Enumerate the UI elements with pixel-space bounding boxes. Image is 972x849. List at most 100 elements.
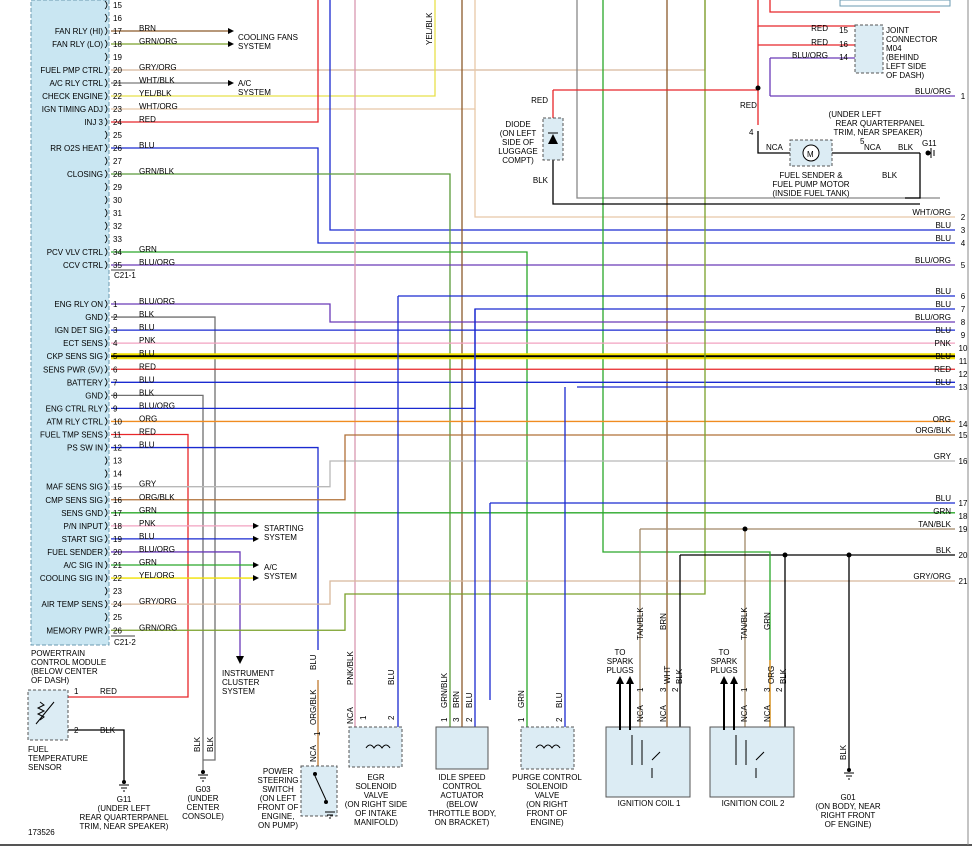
pcm-c1-pin-label: FUEL PMP CTRL bbox=[40, 66, 103, 75]
pcm-pins-layer bbox=[104, 0, 135, 637]
wire-fuel-tmp bbox=[68, 433, 189, 698]
coil2-pin-3: 3 bbox=[763, 687, 772, 692]
instrument-cluster-label: CLUSTER bbox=[222, 678, 260, 687]
pcm-c1-pin-number: 35 bbox=[113, 261, 122, 270]
ref-number: 3 bbox=[961, 226, 966, 235]
coil1-top-wire: BRN bbox=[659, 613, 668, 630]
pcm-c2-pin-number: 24 bbox=[113, 600, 122, 609]
ground-symbols bbox=[119, 148, 935, 819]
ref-wire-label: BLU bbox=[935, 234, 951, 243]
pcm-c2-wire-label: GRN bbox=[139, 506, 157, 515]
pcm-c2-wire-label: BLU/ORG bbox=[139, 545, 175, 554]
ps-switch-label: FRONT OF bbox=[258, 803, 299, 812]
diode-label: COMPT) bbox=[502, 156, 534, 165]
wire-cmp bbox=[111, 434, 955, 501]
ref-wire-label: PNK bbox=[935, 339, 952, 348]
ps-switch-label: ON PUMP) bbox=[258, 821, 298, 830]
pcm-c1-wire-label: WHT/BLK bbox=[139, 76, 175, 85]
wire-diode-blk bbox=[576, 0, 940, 199]
pcm-c2-pin-label: ATM RLY CTRL bbox=[47, 417, 104, 426]
pcm-c1-pin-number: 30 bbox=[113, 196, 122, 205]
pcm-c1-wire-label: WHT/ORG bbox=[139, 102, 178, 111]
pcm-c1-pin-label: PCV VLV CTRL bbox=[47, 248, 104, 257]
ref-wire-label: BLU bbox=[935, 378, 951, 387]
pump-red: RED bbox=[740, 101, 757, 110]
pcm-c2-pin-number: 7 bbox=[113, 378, 118, 387]
purge-valve-box bbox=[520, 726, 575, 770]
pcm-c2-pin-number: 1 bbox=[113, 300, 118, 309]
pcm-c2-pin-number: 2 bbox=[113, 313, 118, 322]
spark-plug-arrows bbox=[616, 676, 738, 730]
pcm-c2-pin-label: ENG RLY ON bbox=[54, 300, 103, 309]
coil2-name: IGNITION COIL 2 bbox=[722, 799, 785, 808]
pcm-c2-wire-label: BLU bbox=[139, 375, 155, 384]
ac-top-label: SYSTEM bbox=[238, 88, 271, 97]
wires-layer bbox=[68, 0, 955, 782]
purge-label: ENGINE) bbox=[530, 818, 564, 827]
pcm-c2-pin-number: 19 bbox=[113, 535, 122, 544]
pcm-c1-pin-number: 31 bbox=[113, 209, 122, 218]
wire-check-engine bbox=[111, 0, 436, 97]
pcm-c2-pin-number: 4 bbox=[113, 339, 118, 348]
pcm-c2-pin-number: 23 bbox=[113, 587, 122, 596]
wire-coil2-grn-a bbox=[602, 0, 680, 553]
pcm-c2-wire-label: ORG/BLK bbox=[139, 493, 175, 502]
pcm-c2-pin-label: A/C SIG IN bbox=[63, 561, 103, 570]
ref-number: 5 bbox=[961, 261, 966, 270]
ps-switch-label: POWER bbox=[263, 767, 293, 776]
g01-label: G01 bbox=[840, 793, 856, 802]
purge-label: FRONT OF bbox=[527, 809, 568, 818]
pump-blk-2: BLK bbox=[882, 171, 898, 180]
pcm-c2-pin-label: ENG CTRL RLY bbox=[46, 404, 104, 413]
pcm-c1-pin-number: 28 bbox=[113, 170, 122, 179]
coil2-to-plugs: SPARK bbox=[711, 657, 738, 666]
g01-note: OF ENGINE) bbox=[825, 820, 872, 829]
egr-wire2: BLU bbox=[387, 669, 396, 685]
pcm-c1-pin-number: 33 bbox=[113, 235, 122, 244]
ref-wire-label: BLU/ORG bbox=[915, 313, 951, 322]
diode-wire-out: BLK bbox=[533, 176, 549, 185]
purge-label: PURGE CONTROL bbox=[512, 773, 582, 782]
splice-dot bbox=[742, 526, 748, 532]
idle-pin: 3 bbox=[452, 717, 461, 722]
g11-top-note-0: (UNDER LEFT bbox=[829, 110, 882, 119]
pcm-c1-wire-label: RED bbox=[139, 115, 156, 124]
ref-number: 8 bbox=[961, 318, 966, 327]
g01-wire: BLK bbox=[839, 744, 848, 760]
ref-number: 1 bbox=[961, 92, 966, 101]
coil1-wire-tan: TAN/BLK bbox=[636, 607, 645, 640]
pcm-c2-wire-label: BLK bbox=[139, 310, 155, 319]
pcm-c1-wire-label: GRY/ORG bbox=[139, 63, 177, 72]
pcm-module-body bbox=[30, 0, 110, 646]
coil-2-winding-icon bbox=[735, 735, 765, 778]
fuel-pump-label: FUEL SENDER & bbox=[779, 171, 843, 180]
pcm-c2-pin-label: CKP SENS SIG bbox=[47, 352, 103, 361]
pcm-c1-pin-number: 19 bbox=[113, 53, 122, 62]
pcm-c2-wire-label: BLU bbox=[139, 441, 155, 450]
purge-wire1: GRN bbox=[517, 690, 526, 708]
pcm-c2-pin-number: 9 bbox=[113, 404, 118, 413]
wire-inj3 bbox=[111, 0, 319, 123]
wire-top-red bbox=[769, 0, 940, 13]
pcm-c1-pin-number: 25 bbox=[113, 131, 122, 140]
ref-number: 16 bbox=[959, 457, 968, 466]
fts-pin1: 1 bbox=[74, 687, 79, 696]
ref-wire-label: ORG bbox=[933, 415, 951, 424]
g11-top-label: G11 bbox=[922, 139, 937, 148]
pcm-c2-pin-label: ECT SENS bbox=[63, 339, 103, 348]
splice-dot bbox=[755, 85, 761, 91]
ref-number: 18 bbox=[959, 512, 968, 521]
wire-fuel-tmp-blk bbox=[68, 729, 125, 782]
coil1-to-plugs: SPARK bbox=[607, 657, 634, 666]
fuel-temp-label: TEMPERATURE bbox=[28, 754, 88, 763]
pcm-c1-pin-label: CCV CTRL bbox=[63, 261, 104, 270]
pcm-c2-wire-label: BLU bbox=[139, 532, 155, 541]
diode-wire-in: RED bbox=[531, 96, 548, 105]
pcm-c2-pin-number: 11 bbox=[113, 431, 122, 440]
g11-bottom-note: REAR QUARTERPANEL bbox=[79, 813, 169, 822]
ps-switch-box bbox=[300, 765, 338, 817]
g01-note: RIGHT FRONT bbox=[821, 811, 876, 820]
pcm-c2-pin-label: CMP SENS SIG bbox=[45, 496, 103, 505]
pcm-c1-pin-number: 20 bbox=[113, 66, 122, 75]
